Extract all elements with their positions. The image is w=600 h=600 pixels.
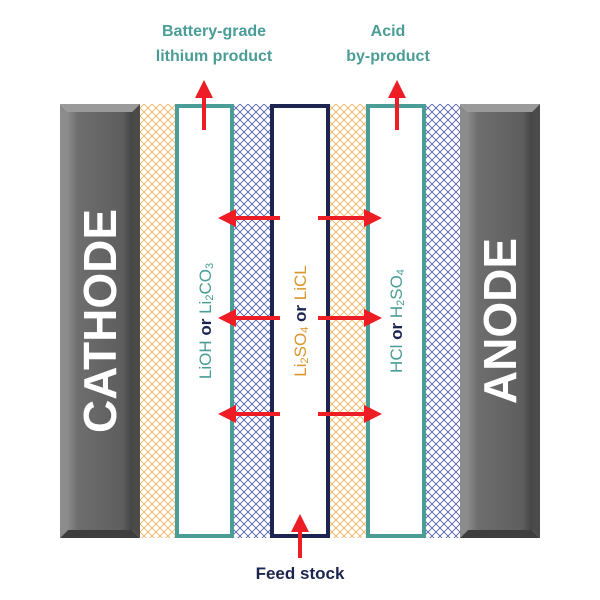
membrane-orange-right bbox=[328, 104, 368, 538]
lithium-output-label-line1: Battery-grade bbox=[162, 23, 266, 40]
cathode-electrode: CATHODE bbox=[60, 104, 140, 538]
arrow-to-lithium-2 bbox=[218, 309, 280, 327]
arrow-to-acid-1 bbox=[318, 209, 382, 227]
acid-output-label-line1: Acid bbox=[371, 23, 406, 40]
arrow-acid-output bbox=[388, 80, 406, 130]
anode-electrode: ANODE bbox=[460, 104, 540, 538]
feed-channel-formula: Li2SO4 or LiCL bbox=[291, 265, 312, 376]
acid-channel-formula: HCl or H2SO4 bbox=[387, 269, 408, 373]
membrane-blue-left bbox=[232, 104, 272, 538]
arrow-feed-input bbox=[291, 514, 309, 558]
cathode-label: CATHODE bbox=[74, 209, 126, 433]
anode-label: ANODE bbox=[474, 238, 526, 404]
membrane-orange-left bbox=[140, 104, 177, 538]
arrow-to-acid-3 bbox=[318, 405, 382, 423]
arrow-to-lithium-3 bbox=[218, 405, 280, 423]
arrow-to-lithium-1 bbox=[218, 209, 280, 227]
membrane-blue-right bbox=[424, 104, 460, 538]
arrow-lithium-output bbox=[195, 80, 213, 130]
acid-output-label-line2: by-product bbox=[346, 48, 430, 65]
arrow-to-acid-2 bbox=[318, 309, 382, 327]
feed-channel bbox=[270, 104, 330, 538]
lithium-channel-formula: LiOH or Li2CO3 bbox=[196, 263, 217, 379]
feed-stock-label: Feed stock bbox=[256, 564, 345, 583]
lithium-output-label-line2: lithium product bbox=[156, 48, 273, 65]
acid-channel bbox=[366, 104, 426, 538]
